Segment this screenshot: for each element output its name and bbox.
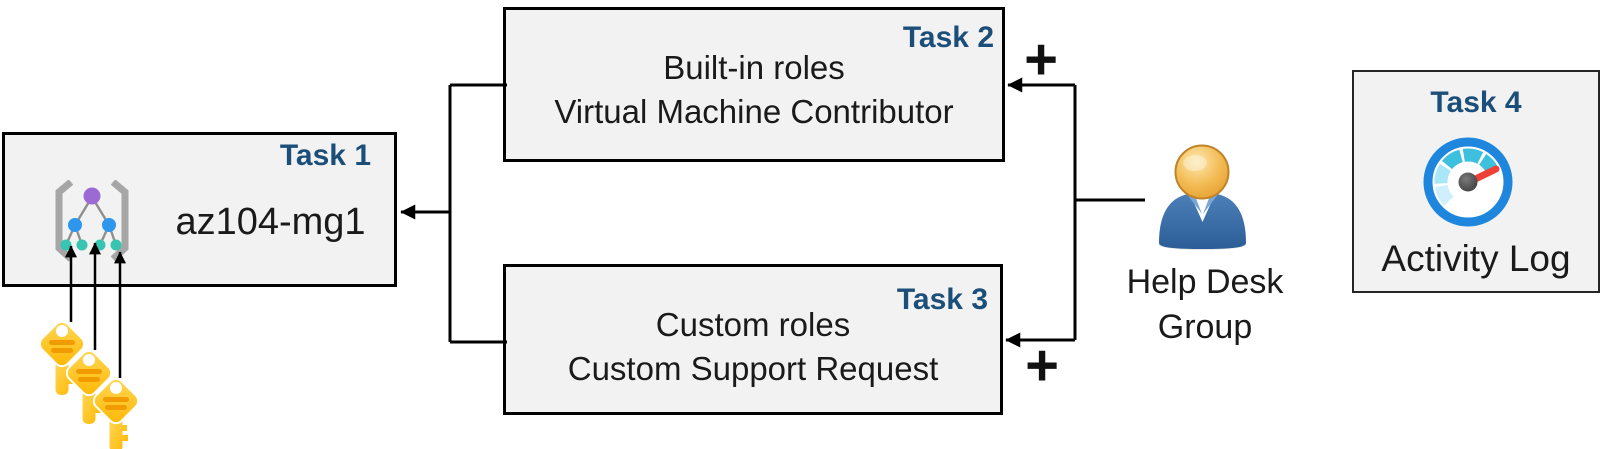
task4-badge: Task 4 <box>1430 86 1522 119</box>
task1-badge: Task 1 <box>279 139 371 172</box>
task4-caption: Activity Log <box>1381 238 1571 279</box>
task2-line1: Built-in roles <box>663 49 845 86</box>
task2-box: Task 2 Built-in roles Virtual Machine Co… <box>503 7 1005 162</box>
keys-icon <box>35 317 143 449</box>
task1-box: Task 1 az104-mg1 <box>2 132 397 287</box>
plus-icon: + <box>1024 27 1058 92</box>
task2-line2: Virtual Machine Contributor <box>554 93 954 130</box>
task3-box: Task 3 Custom roles Custom Support Reque… <box>503 264 1003 415</box>
help-desk-line1: Help Desk <box>1126 263 1284 301</box>
help-desk-line2: Group <box>1157 308 1253 346</box>
task2-badge: Task 2 <box>902 21 994 54</box>
task3-line1: Custom roles <box>655 306 851 343</box>
task3-line2: Custom Support Request <box>567 350 939 387</box>
task3-badge: Task 3 <box>896 283 988 316</box>
task1-title: az104-mg1 <box>175 201 366 243</box>
person-icon <box>1159 144 1246 250</box>
gauge-icon <box>1423 137 1513 227</box>
management-group-icon <box>55 180 129 262</box>
help-desk-group-label: Help Desk Group <box>1100 260 1310 350</box>
task4-box: Task 4 Activity Log <box>1352 70 1600 293</box>
plus-icon: + <box>1025 333 1059 398</box>
